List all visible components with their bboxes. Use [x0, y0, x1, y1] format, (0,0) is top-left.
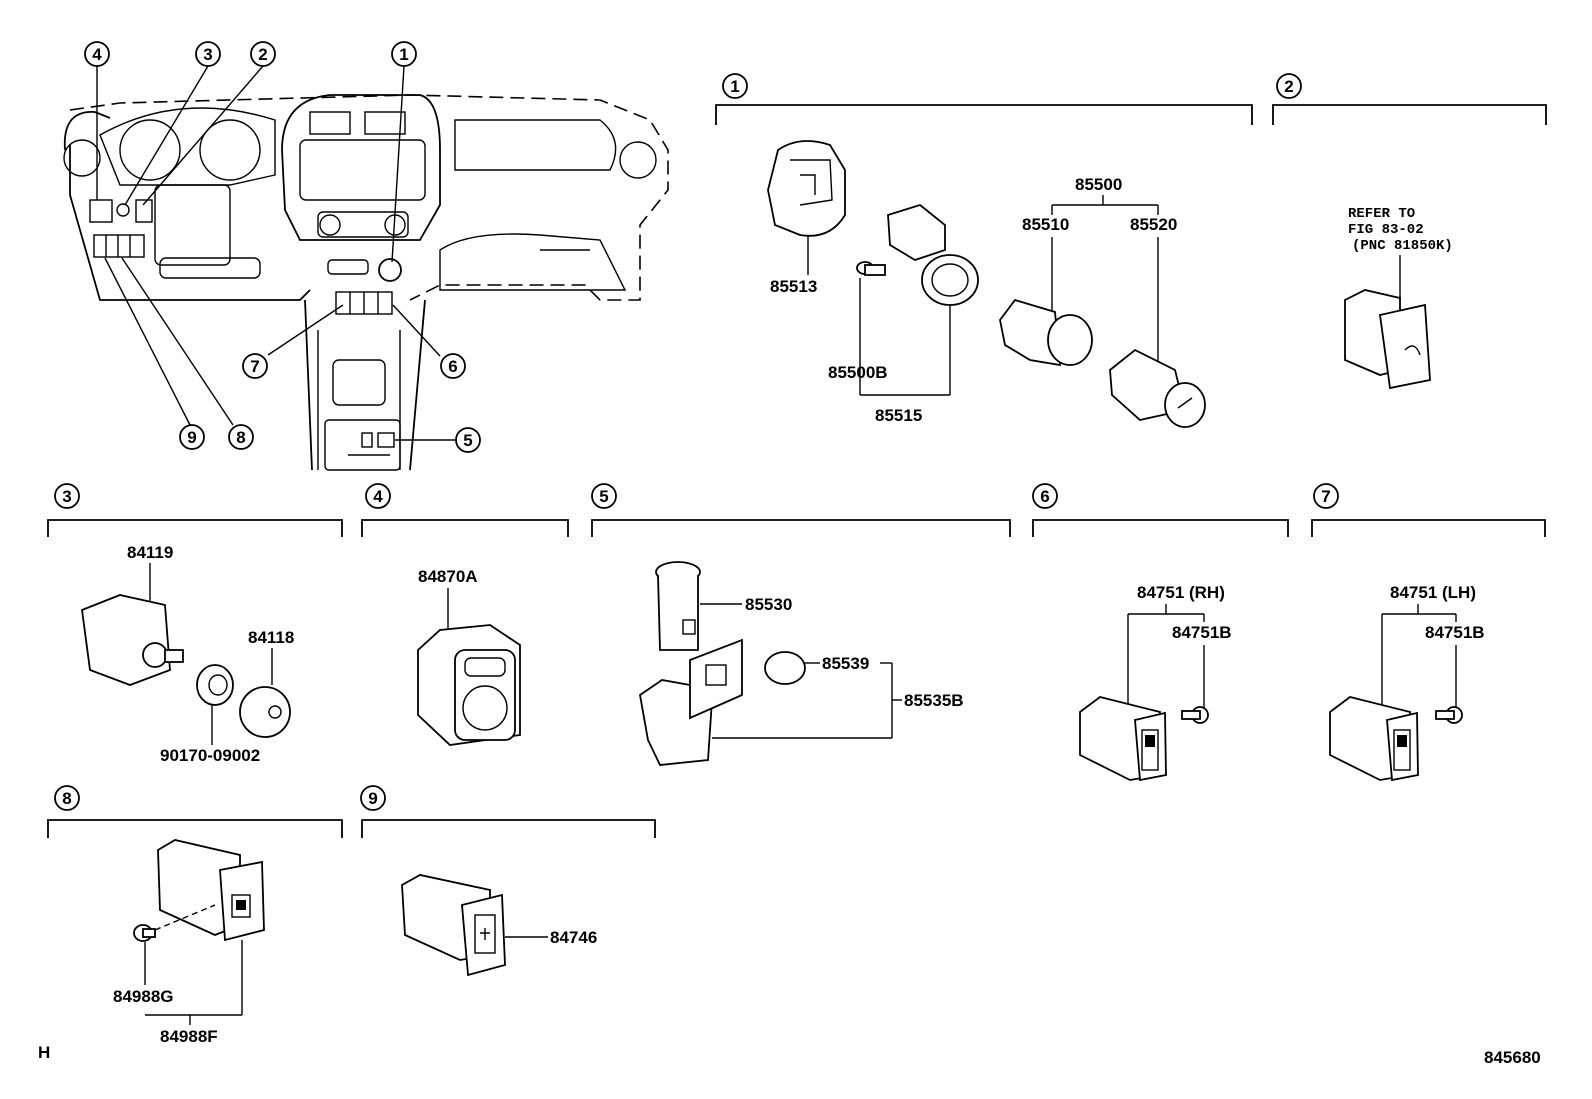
svg-text:85530: 85530: [745, 595, 792, 614]
switch-icon: [157, 839, 265, 942]
callout-5: 5: [455, 427, 481, 453]
svg-text:7: 7: [1321, 487, 1330, 506]
svg-text:6: 6: [1040, 487, 1049, 506]
section-4: 4 84870A: [361, 483, 569, 746]
section-3: 3 84119 84118 90170-09002: [47, 483, 343, 765]
svg-text:85515: 85515: [875, 406, 922, 425]
switch-icon: [1344, 289, 1431, 390]
callout-3: 3: [195, 41, 221, 67]
diagram-code: 845680: [1484, 1048, 1541, 1067]
section-1: 1 85513 85500B 85515 85500 8551: [715, 73, 1253, 428]
svg-text:85500B: 85500B: [828, 363, 888, 382]
svg-text:2: 2: [1284, 77, 1293, 96]
section-8: 8 84988G 84988F: [47, 785, 343, 1046]
clip-icon: [133, 924, 156, 942]
svg-text:9: 9: [368, 789, 377, 808]
callout-7: 7: [242, 353, 268, 379]
switch-icon: [81, 594, 184, 686]
svg-text:84119: 84119: [127, 543, 173, 562]
svg-text:8: 8: [62, 789, 71, 808]
lighter-knob-icon: [1109, 348, 1206, 428]
svg-text:84751B: 84751B: [1172, 623, 1232, 642]
svg-text:85510: 85510: [1022, 215, 1069, 234]
svg-text:90170-09002: 90170-09002: [160, 746, 260, 765]
svg-text:84870A: 84870A: [418, 567, 478, 586]
screw-icon: [856, 261, 886, 276]
lighter-bracket-icon: [767, 140, 846, 237]
svg-text:84746: 84746: [550, 928, 597, 947]
svg-text:3: 3: [203, 45, 212, 64]
svg-text:REFER TO: REFER TO: [1348, 206, 1415, 222]
section-2: 2 REFER TO FIG 83-02 (PNC 81850K): [1272, 73, 1547, 390]
svg-text:1: 1: [399, 45, 408, 64]
svg-text:5: 5: [599, 487, 608, 506]
svg-text:84751 (LH): 84751 (LH): [1390, 583, 1476, 602]
window-switch-icon: [1329, 696, 1419, 782]
svg-text:85513: 85513: [770, 277, 817, 296]
screw-icon: [1181, 706, 1209, 724]
svg-text:85500: 85500: [1075, 175, 1122, 194]
svg-text:4: 4: [373, 487, 383, 506]
svg-text:1: 1: [730, 77, 739, 96]
svg-text:4: 4: [92, 45, 102, 64]
mirror-switch-location-icon: [89, 199, 113, 223]
svg-text:84118: 84118: [248, 628, 294, 647]
svg-text:85520: 85520: [1130, 215, 1177, 234]
callout-9: 9: [179, 424, 205, 450]
seal-ring-icon: [764, 651, 806, 685]
svg-text:(PNC 81850K): (PNC 81850K): [1352, 238, 1453, 254]
footer-mark: H: [38, 1043, 50, 1062]
callout-4: 4: [84, 41, 110, 67]
svg-text:84751B: 84751B: [1425, 623, 1485, 642]
mirror-switch-icon: [417, 624, 521, 746]
svg-text:85535B: 85535B: [904, 691, 964, 710]
outlet-cover-icon: [639, 638, 743, 766]
callout-2: 2: [250, 41, 276, 67]
lighter-body-icon: [999, 298, 1093, 367]
nut-icon: [196, 664, 234, 706]
svg-text:2: 2: [258, 45, 267, 64]
svg-text:7: 7: [250, 357, 259, 376]
svg-text:9: 9: [187, 428, 196, 447]
svg-text:FIG 83-02: FIG 83-02: [1348, 222, 1424, 238]
svg-text:84751 (RH): 84751 (RH): [1137, 583, 1225, 602]
svg-text:6: 6: [448, 357, 457, 376]
section-6: 6 84751 (RH) 84751B: [1032, 483, 1289, 782]
lighter-socket-icon: [887, 203, 979, 306]
power-outlet-icon: [655, 561, 701, 651]
svg-text:84988G: 84988G: [113, 987, 174, 1006]
svg-text:85539: 85539: [822, 654, 869, 673]
window-switch-icon: [1079, 696, 1167, 782]
dashboard-overview: [63, 65, 669, 471]
svg-text:8: 8: [236, 428, 245, 447]
section-9: 9 84746: [360, 785, 656, 977]
callout-6: 6: [440, 353, 466, 379]
switch-icon: [401, 874, 506, 977]
svg-text:5: 5: [463, 431, 472, 450]
svg-text:84988F: 84988F: [160, 1027, 218, 1046]
cigarette-lighter-location-icon: [378, 258, 402, 282]
svg-text:3: 3: [62, 487, 71, 506]
knob-icon: [239, 686, 291, 738]
section-7: 7 84751 (LH) 84751B: [1311, 483, 1546, 782]
screw-icon: [1435, 706, 1463, 724]
callout-1: 1: [391, 41, 417, 67]
section-5: 5 85530 85539 85535B: [591, 483, 1011, 766]
callout-8: 8: [228, 424, 254, 450]
